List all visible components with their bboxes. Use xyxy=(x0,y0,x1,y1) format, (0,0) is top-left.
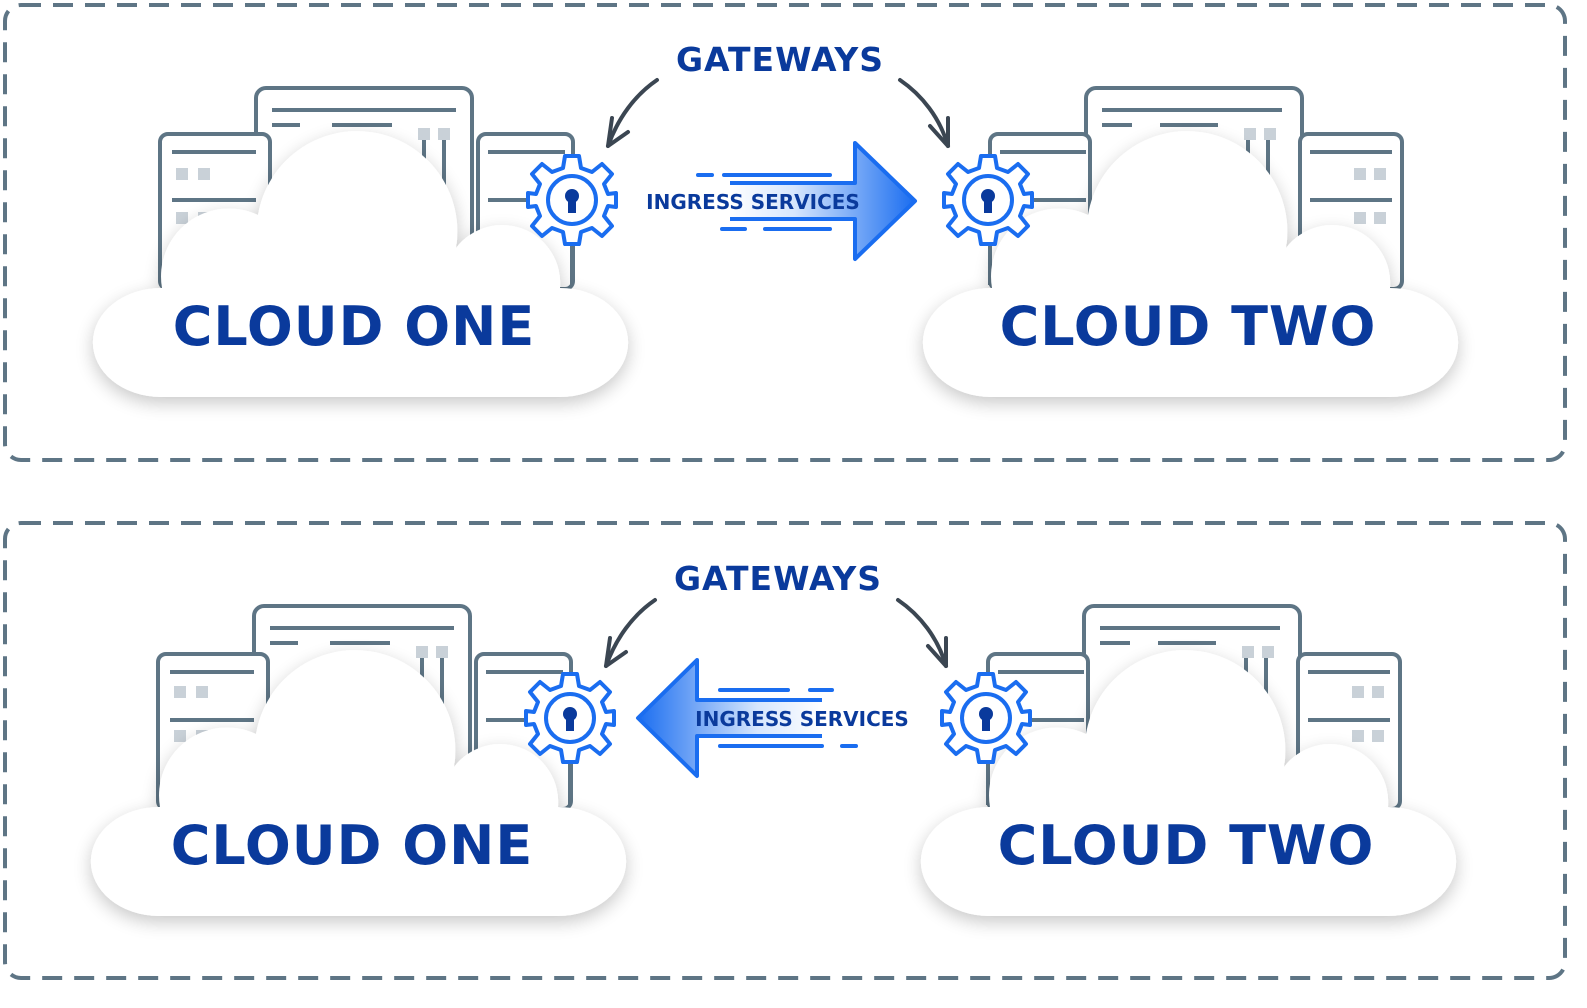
panel-1: GATEWAYS xyxy=(3,3,1567,462)
gateways-label: GATEWAYS xyxy=(674,559,882,598)
gateways-label: GATEWAYS xyxy=(676,40,884,79)
panel-frame xyxy=(3,521,1567,980)
gear-lock-icon xyxy=(524,672,616,764)
ingress-label: INGRESS SERVICES xyxy=(646,190,860,214)
gear-lock-icon xyxy=(940,672,1032,764)
ingress-arrow xyxy=(636,658,858,778)
curved-arrow-icon xyxy=(606,78,659,148)
ingress-arrow xyxy=(696,141,917,261)
panel-frame xyxy=(3,3,1567,462)
gear-lock-icon xyxy=(526,154,618,246)
gear-lock-icon xyxy=(942,154,1034,246)
cloud-one-label: CLOUD ONE xyxy=(171,814,533,877)
panel-2: GATEWAYS xyxy=(3,521,1567,980)
cloud-two-label: CLOUD TWO xyxy=(1000,295,1377,358)
curved-arrow-icon xyxy=(604,598,657,668)
curved-arrow-icon xyxy=(898,78,950,148)
cloud-shape xyxy=(92,131,629,398)
cloud-shape xyxy=(922,131,1459,398)
cloud-two-label: CLOUD TWO xyxy=(998,814,1375,877)
cloud-one-label: CLOUD ONE xyxy=(173,295,535,358)
cloud-shape xyxy=(920,650,1457,916)
ingress-label: INGRESS SERVICES xyxy=(695,707,909,731)
cloud-shape xyxy=(90,650,627,916)
curved-arrow-icon xyxy=(896,598,948,668)
